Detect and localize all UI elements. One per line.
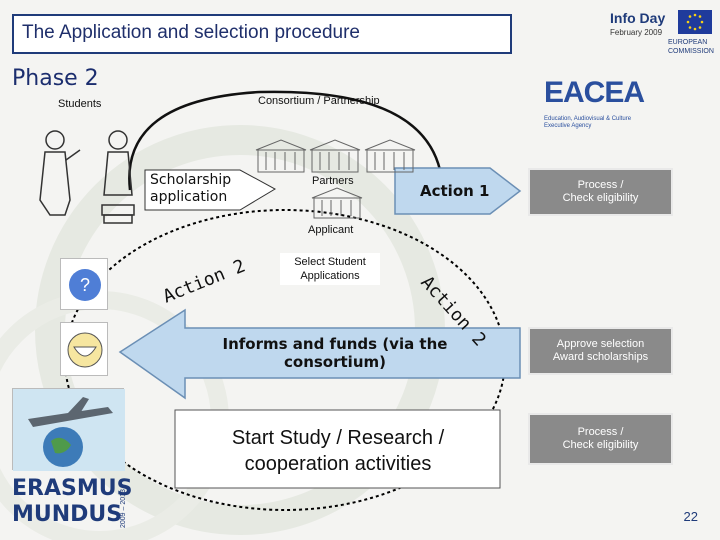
eacea-logo: EACEA Education, Audiovisual & Culture E… <box>544 76 654 134</box>
start-study-label: Start Study / Research / cooperation act… <box>231 427 445 475</box>
partners-label: Partners <box>312 175 354 187</box>
erasmus-years-text: 2009 – 2013 <box>120 489 127 528</box>
select-applications-label: Select Student Applications <box>280 253 380 285</box>
erasmus-years: 2009 – 2013 <box>120 480 132 528</box>
building-icon-2 <box>309 139 361 173</box>
question-icon: ? <box>60 258 108 310</box>
informs-arrow <box>118 308 521 400</box>
applicant-label: Applicant <box>308 224 354 236</box>
title-box <box>12 14 512 54</box>
svg-text:?: ? <box>80 275 90 295</box>
infoday-logo: Info Day February 2009 EUROPEAN COMMISSI… <box>606 8 716 64</box>
informs-label: Informs and funds (via the consortium) <box>222 335 448 371</box>
eu-flag-icon <box>678 10 712 34</box>
building-icon-1 <box>255 139 307 173</box>
students-label: Students <box>58 98 102 110</box>
mundus-word: MUNDUS <box>12 502 123 527</box>
process-check-box-1: Process / Check eligibility <box>528 168 673 216</box>
top-arc <box>128 90 442 191</box>
page-title: The Application and selection procedure <box>22 22 361 43</box>
process-check-box-2: Process / Check eligibility <box>528 413 673 465</box>
commission-label: EUROPEAN COMMISSION <box>668 39 714 55</box>
page-number: 22 <box>683 509 698 524</box>
start-study-box <box>174 409 501 489</box>
action1-label: Action 1 <box>420 182 490 200</box>
infoday-title: Info Day <box>610 10 666 26</box>
building-icon-4 <box>311 187 363 219</box>
consortium-label: Consortium / Partnership <box>258 95 380 107</box>
scholarship-arrow <box>144 169 277 211</box>
student-figures-icon <box>39 130 135 224</box>
eacea-wordmark: EACEA <box>544 76 645 109</box>
airplane-globe-icon <box>12 388 125 471</box>
approve-selection-box: Approve selection Award scholarships <box>528 327 673 375</box>
building-icon-3 <box>364 139 416 173</box>
phase-label: Phase 2 <box>12 66 99 91</box>
infoday-date: February 2009 <box>610 28 663 37</box>
smiley-icon <box>60 322 108 376</box>
eacea-subtitle: Education, Audiovisual & Culture Executi… <box>544 116 632 129</box>
scholarship-label: Scholarship application <box>150 172 232 205</box>
action1-arrow <box>394 167 522 215</box>
erasmus-word: ERASMUS <box>12 476 133 501</box>
erasmus-mundus-logo: ERASMUS MUNDUS 2009 – 2013 <box>12 476 132 532</box>
